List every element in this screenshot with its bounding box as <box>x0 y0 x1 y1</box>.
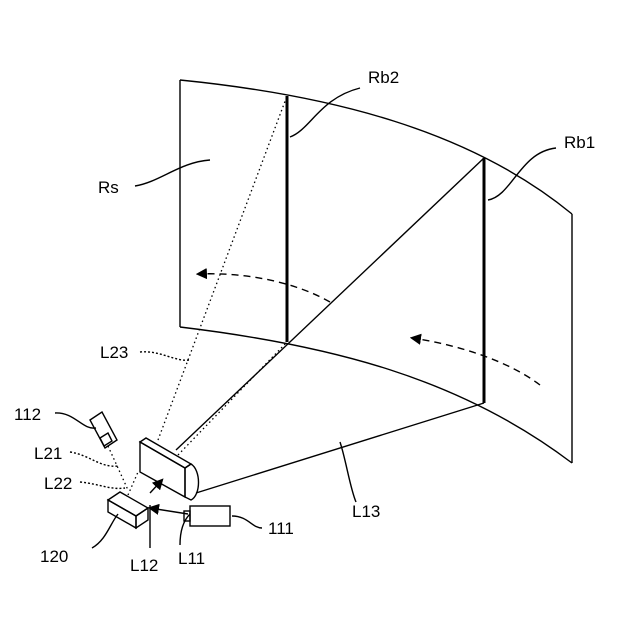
beam-l12-arrow <box>150 480 162 493</box>
beam-l11-arrow <box>150 508 188 514</box>
label-l11: L11 <box>178 549 205 568</box>
leader-rs <box>135 160 210 186</box>
label-rb1: Rb1 <box>564 133 595 152</box>
label-l13: L13 <box>352 502 380 521</box>
light-source-111 <box>184 506 230 526</box>
label-rs: Rs <box>98 178 119 197</box>
label-l23: L23 <box>100 343 128 362</box>
leader-rb1 <box>488 148 556 200</box>
ray-l13-bottom <box>196 403 484 493</box>
detector-120 <box>108 492 148 528</box>
beam-l21 <box>108 446 128 490</box>
label-l22: L22 <box>44 474 72 493</box>
leader-l21 <box>70 452 118 466</box>
beam-l22 <box>128 472 138 495</box>
ray-l23-bottom <box>178 342 287 455</box>
leader-l23 <box>140 352 190 360</box>
leader-l22 <box>80 482 125 488</box>
label-112: 112 <box>14 405 41 424</box>
leader-111 <box>232 516 262 528</box>
light-source-112 <box>90 412 117 448</box>
label-l21: L21 <box>34 444 62 463</box>
leader-l11 <box>180 514 190 545</box>
leader-120 <box>92 514 118 548</box>
label-l12: L12 <box>130 556 158 575</box>
screen-top-edge <box>180 80 572 214</box>
ray-l13-top <box>176 158 484 450</box>
scan-arrow-left-region <box>198 274 330 302</box>
screen-bottom-edge <box>180 327 572 463</box>
leader-rb2 <box>290 88 360 137</box>
scanning-mirror <box>140 438 199 500</box>
curved-screen <box>180 80 572 463</box>
scan-arrow-right-region <box>412 338 540 385</box>
ray-l23-top <box>158 96 287 440</box>
label-111: 111 <box>268 519 294 538</box>
leader-l13 <box>340 442 356 502</box>
label-rb2: Rb2 <box>368 68 399 87</box>
label-120: 120 <box>40 547 68 566</box>
